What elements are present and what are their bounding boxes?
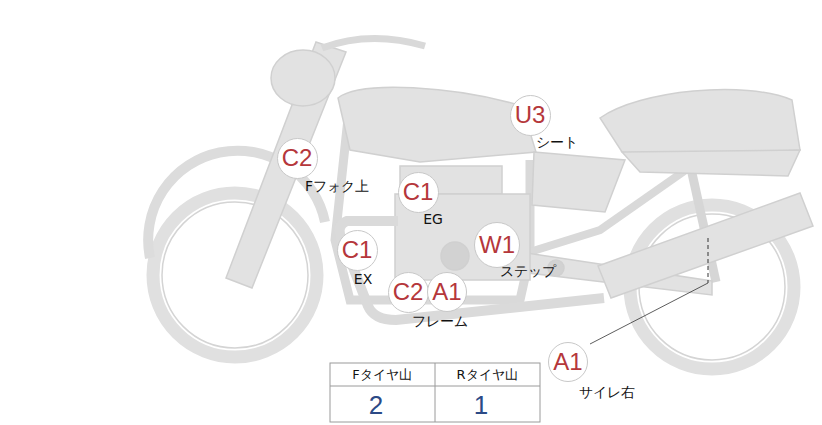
damage-code: W1 <box>479 233 515 257</box>
table-header: Rタイヤ山 <box>456 368 517 382</box>
part-name: Fフォク上 <box>305 179 369 194</box>
damage-code-circle: C1 <box>337 230 378 271</box>
damage-code-circle: U3 <box>510 95 551 136</box>
damage-code: A1 <box>432 280 461 304</box>
part-name: フレーム <box>412 314 468 329</box>
damage-code-circle: A1 <box>427 272 467 312</box>
damage-code: C2 <box>282 146 313 170</box>
damage-code-circle: C2 <box>388 272 429 313</box>
part-name: EX <box>354 272 372 287</box>
damage-code: C2 <box>393 280 424 304</box>
part-name: シート <box>536 135 578 150</box>
part-name: サイレ右 <box>579 385 635 400</box>
table-value: 2 <box>369 391 383 420</box>
damage-code-circle: A1 <box>548 342 588 382</box>
damage-code-circle: C2 <box>277 138 318 179</box>
damage-code: C1 <box>403 180 434 204</box>
damage-code: U3 <box>515 103 546 127</box>
damage-code: A1 <box>553 350 582 374</box>
part-name: EG <box>423 212 443 227</box>
damage-code: C1 <box>342 238 373 262</box>
table-value: 1 <box>474 391 488 420</box>
damage-code-circle: C1 <box>398 172 439 213</box>
damage-code-circle: W1 <box>474 222 520 268</box>
table-header: Fタイヤ山 <box>352 368 411 382</box>
part-name: ステップ <box>500 264 556 279</box>
